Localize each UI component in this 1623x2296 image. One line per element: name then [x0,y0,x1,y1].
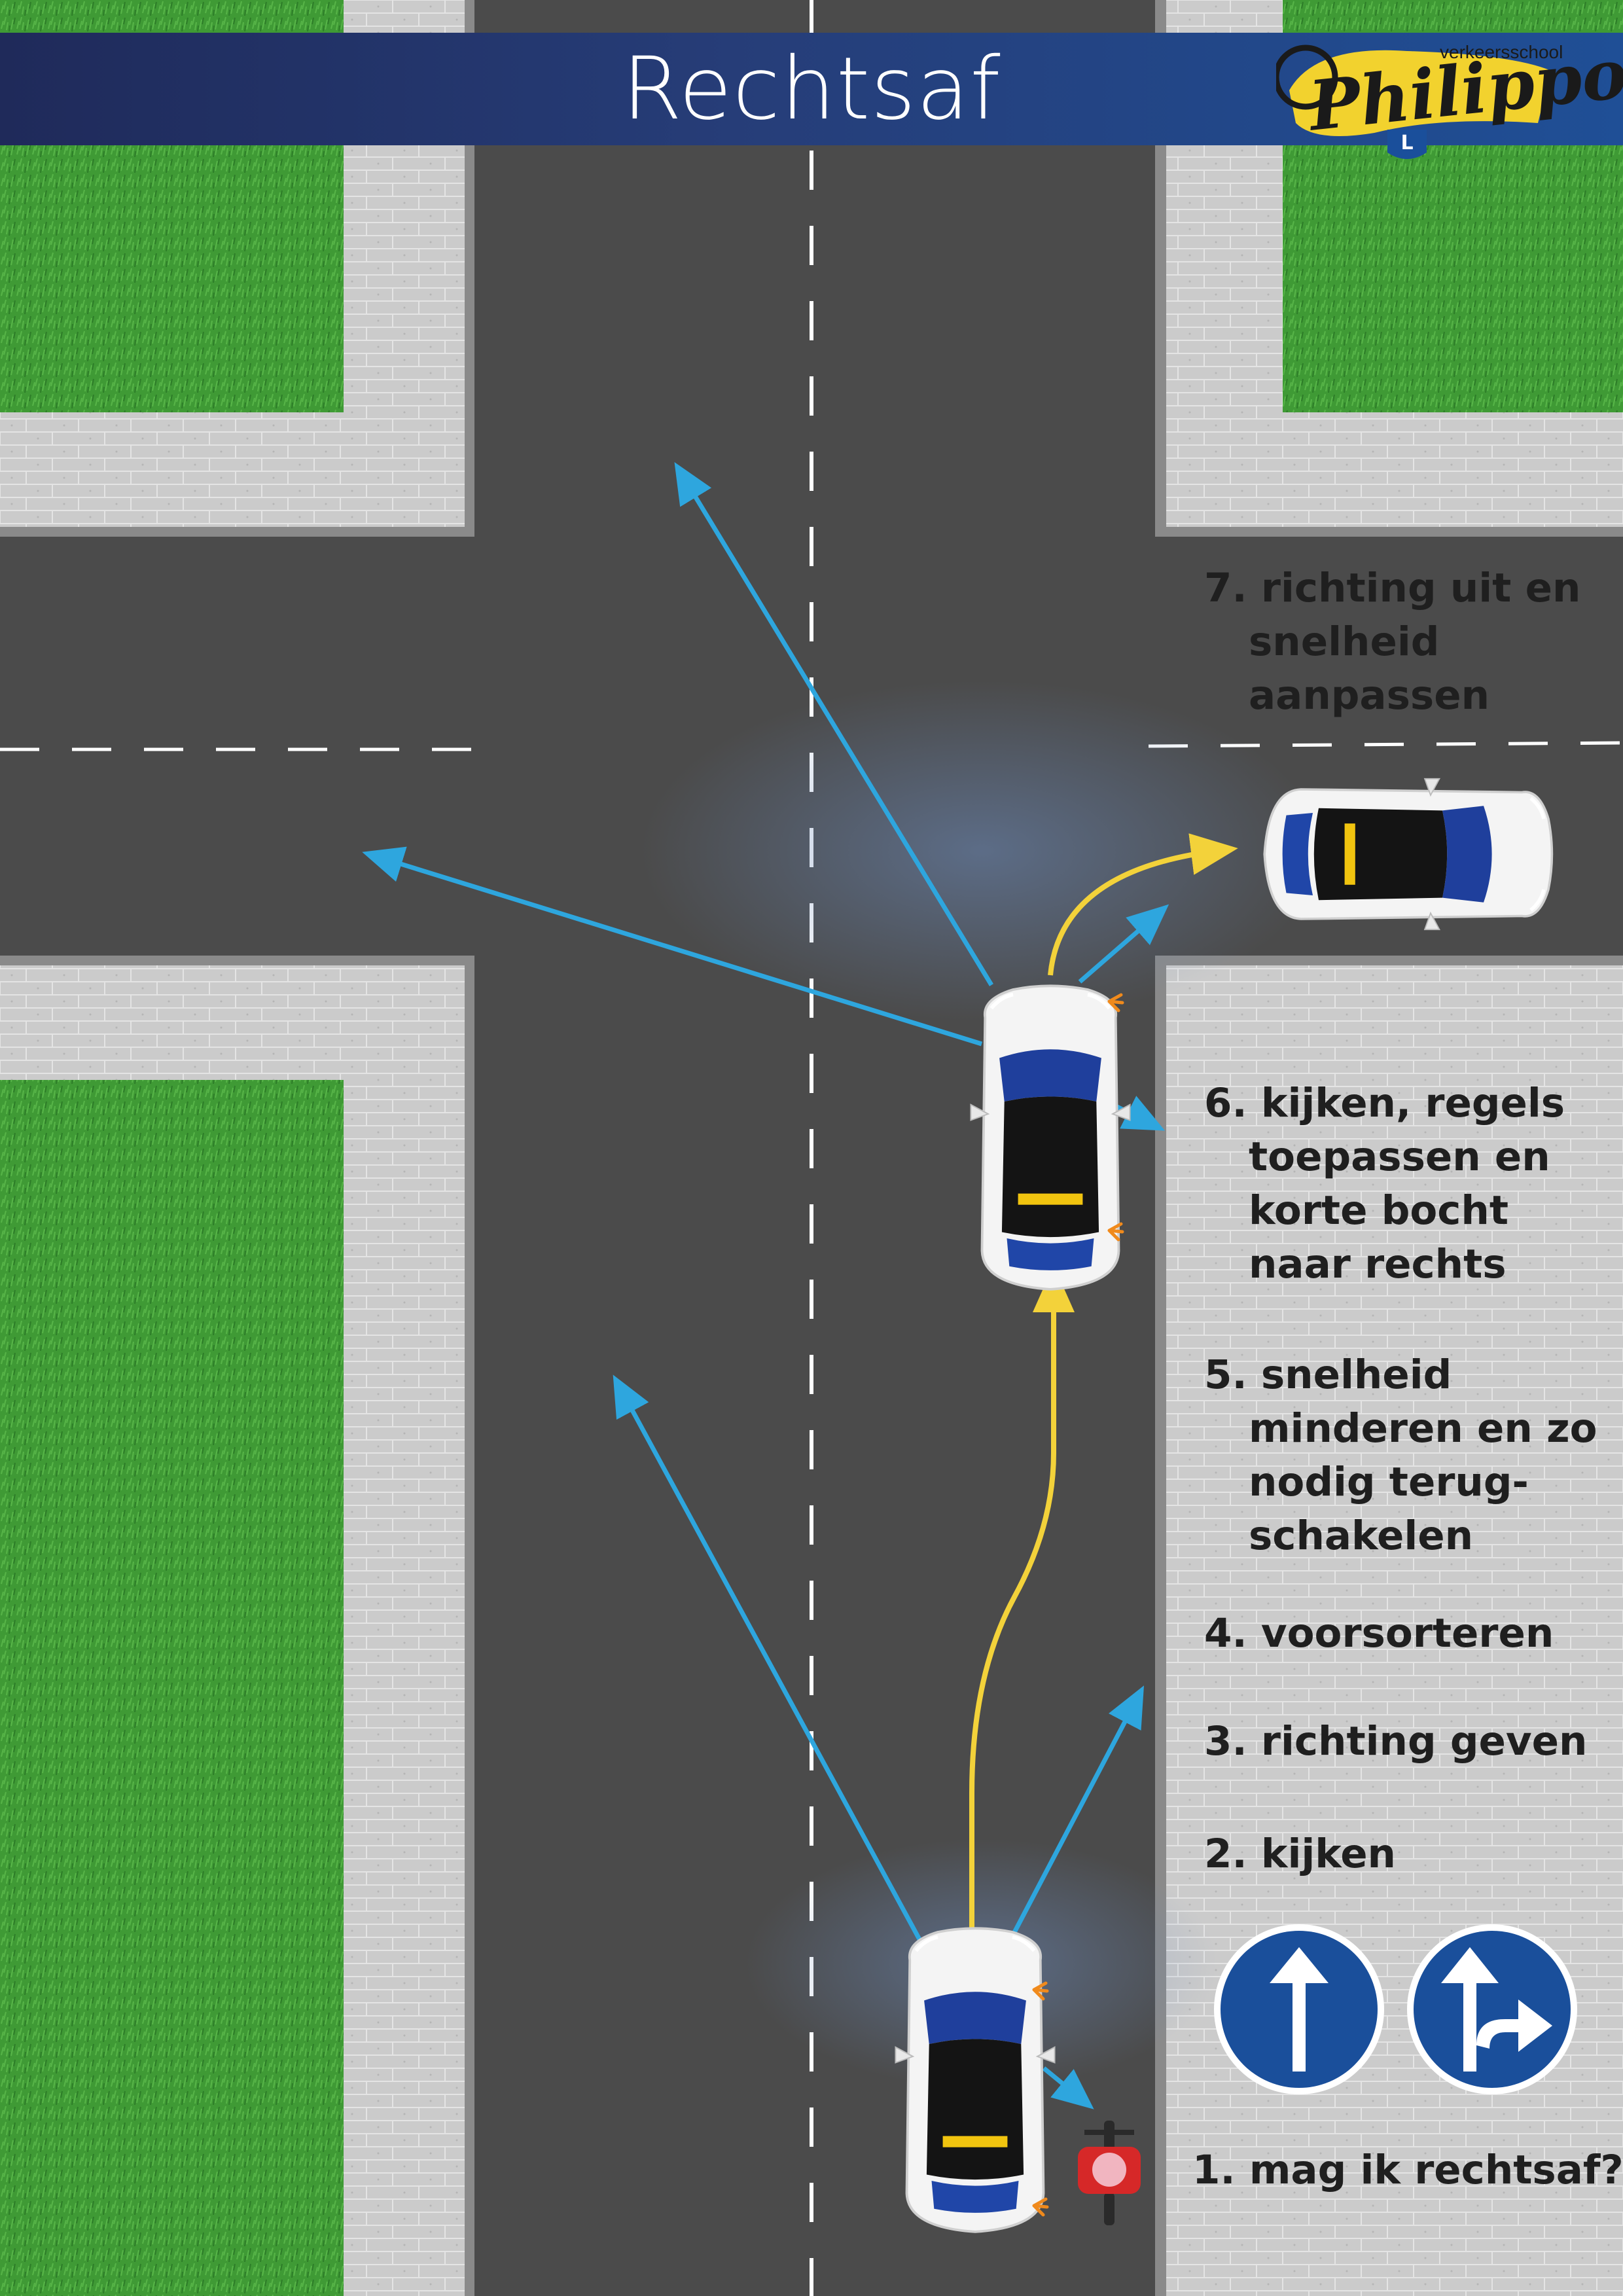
learner-badge-icon [1387,130,1427,159]
steering-wheel-icon [1276,45,1338,110]
car-lower [895,1928,1054,2232]
step-2: 2. kijken [1204,1831,1396,1877]
view-arrow-mirror-lower [1042,2066,1094,2109]
view-arrow-lower-left [613,1374,935,1965]
step-5: 5. snelheid minderen en zo nodig terug- … [1204,1352,1597,1559]
view-arrow-upper-ahead [674,462,993,986]
car-middle [971,986,1130,1289]
view-arrow-upper-right [1078,904,1169,984]
straight-or-right-sign [1407,1924,1577,2094]
route-arrow-turn [1048,833,1238,976]
car-turned [1264,779,1552,929]
route-arrow-approach [969,1265,1075,1964]
step-4: 4. voorsorteren [1204,1610,1554,1657]
step-3: 3. richting geven [1204,1718,1588,1765]
step-6: 6. kijken, regels toepassen en korte boc… [1204,1080,1565,1287]
view-arrow-upper-left [362,846,983,1047]
cyclist [1078,2121,1141,2225]
corner-bottom-left [0,956,474,2296]
logo-badge-letter: L [1400,132,1413,154]
view-arrow-lower-right [995,1685,1145,1965]
logo-subtitle: verkeersschool [1440,42,1563,62]
step-7: 7. richting uit en snelheid aanpassen [1204,565,1581,719]
step-1: 1. mag ik rechtsaf? [1192,2147,1623,2193]
page-title: Rechtsaf [622,39,1001,139]
straight-only-sign [1214,1924,1384,2094]
brand-logo: L [1276,45,1551,159]
